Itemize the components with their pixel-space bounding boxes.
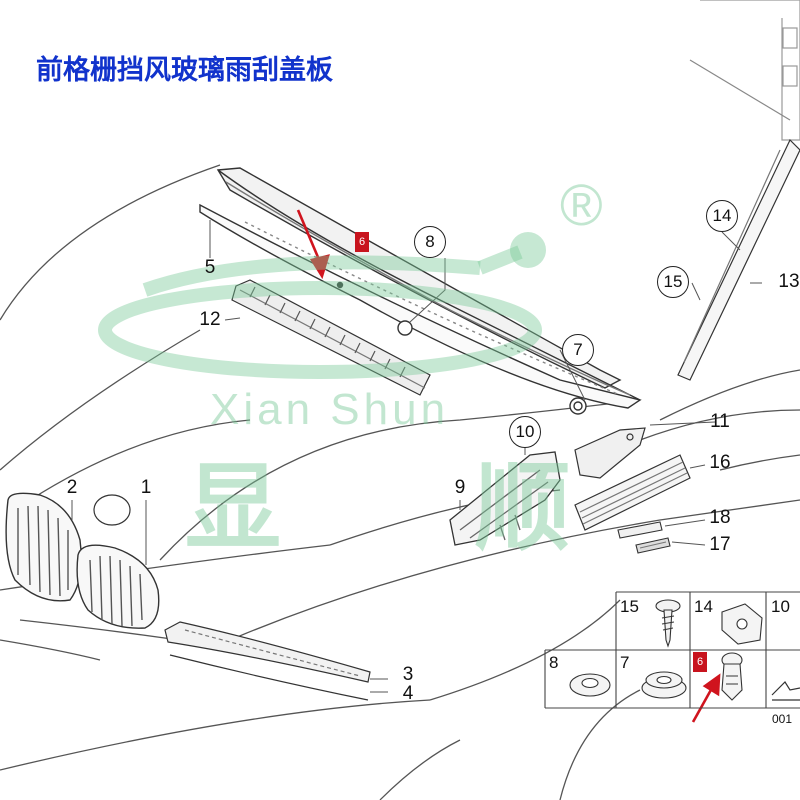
callout-circled-7: 7: [562, 334, 594, 366]
watermark-latin: Xian Shun: [210, 385, 450, 434]
legend-label-10: 10: [771, 597, 790, 616]
part-4-bumper-strip: [169, 654, 369, 701]
callout-4: 4: [402, 683, 414, 704]
part-16-vent: [574, 454, 691, 531]
cowl-panel: [199, 167, 642, 415]
callout-11: 11: [710, 411, 730, 432]
callout-12: 12: [199, 309, 221, 330]
callout-17: 17: [709, 534, 731, 555]
legend-seal-10-icon: [771, 681, 800, 701]
callout-18: 18: [709, 507, 731, 528]
red-arrow-top: [296, 209, 330, 280]
callout-13: 13: [778, 271, 800, 292]
callout-16: 16: [709, 452, 731, 473]
callout-circled-8: 8: [414, 226, 446, 258]
part-3-bumper-strip: [164, 621, 371, 683]
part-11-bracket: [574, 427, 646, 479]
legend-clip-icon: [721, 603, 763, 645]
red-arrow-bottom: [691, 673, 721, 723]
legend-code: 001: [772, 712, 793, 726]
legend-label-6: 6: [693, 652, 707, 672]
part-18-strip: [617, 521, 663, 539]
kidney-grille-right: [76, 544, 160, 629]
legend-clip-6-icon: [721, 652, 743, 701]
legend-screw-icon: [655, 599, 681, 648]
callout-highlight-6: 6: [355, 232, 369, 252]
watermark-registered-mark: ®: [560, 173, 603, 238]
callout-9: 9: [454, 477, 466, 498]
callout-5: 5: [204, 257, 216, 278]
callout-circled-15: 15: [657, 266, 689, 298]
part-12-strip: [231, 279, 431, 396]
legend-label-8: 8: [549, 653, 559, 672]
part-17-strip: [635, 537, 671, 554]
legend-label-7: 7: [620, 653, 630, 672]
callout-1: 1: [140, 477, 152, 498]
page-title: 前格栅挡风玻璃雨刮盖板: [36, 55, 333, 86]
callout-circled-10: 10: [509, 416, 541, 448]
legend-table: [544, 591, 800, 709]
leader-lines: [71, 220, 762, 693]
legend-label-15: 15: [620, 597, 639, 616]
watermark-chinese: 显 顺: [185, 452, 651, 564]
legend-grommet-7-icon: [641, 671, 687, 699]
part-13-trim: [677, 138, 800, 381]
legend-washer-8-icon: [569, 673, 611, 697]
callout-circled-14: 14: [706, 200, 738, 232]
part-9-bracket: [449, 451, 561, 546]
legend-label-14: 14: [694, 597, 713, 616]
part-2-emblem: [93, 494, 131, 526]
callout-3: 3: [402, 664, 414, 685]
callout-2: 2: [66, 477, 78, 498]
corner-panel: [689, 0, 800, 141]
